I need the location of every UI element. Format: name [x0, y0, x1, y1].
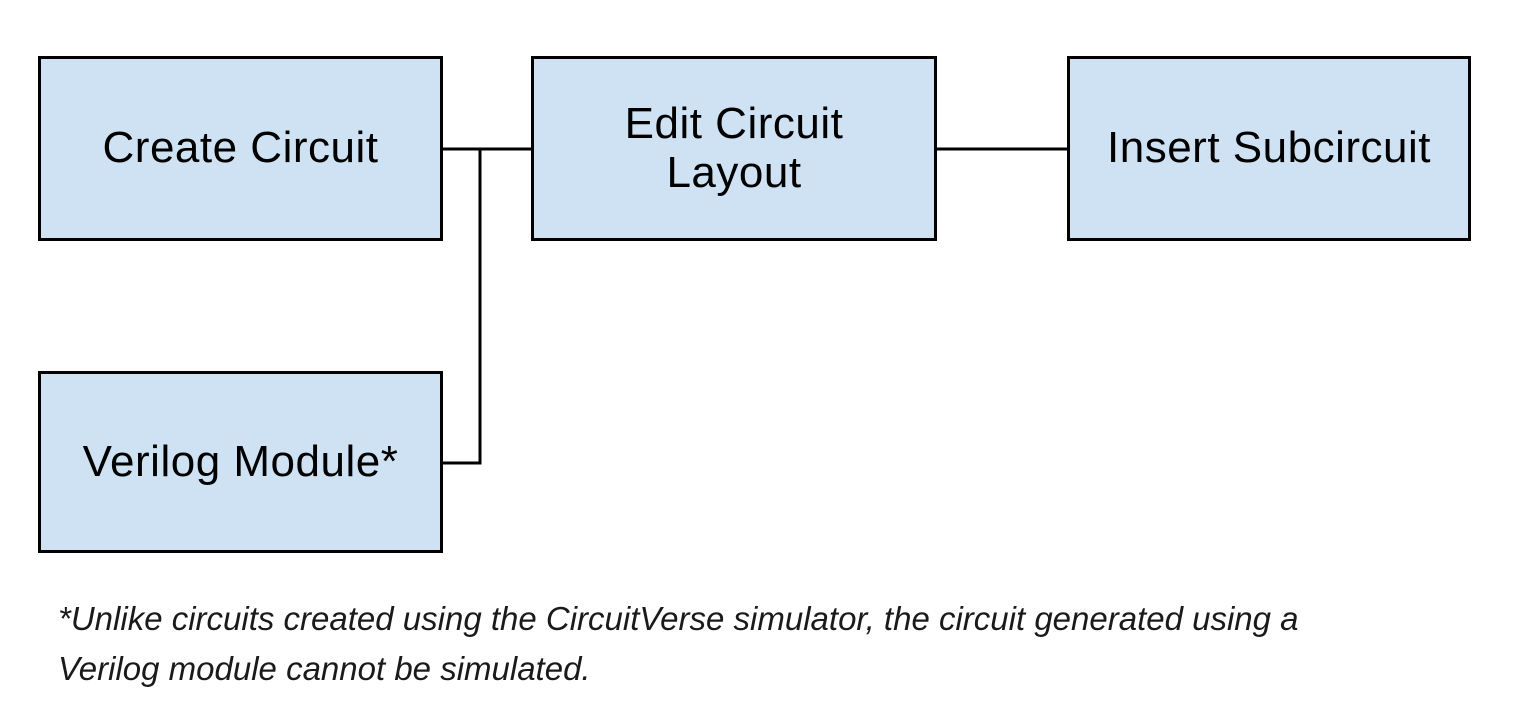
footnote-text: *Unlike circuits created using the Circu… — [58, 600, 1299, 687]
node-create-circuit: Create Circuit — [38, 56, 443, 241]
connector-junction-to-verilog — [443, 149, 482, 465]
node-insert-subcircuit-label: Insert Subcircuit — [1107, 123, 1431, 173]
node-edit-circuit-layout-label: Edit Circuit Layout — [624, 99, 844, 197]
node-verilog-module-label: Verilog Module* — [82, 436, 399, 486]
node-insert-subcircuit: Insert Subcircuit — [1067, 56, 1471, 241]
node-verilog-module: Verilog Module* — [38, 371, 443, 553]
node-edit-circuit-layout: Edit Circuit Layout — [531, 56, 937, 241]
node-create-circuit-label: Create Circuit — [102, 123, 379, 173]
